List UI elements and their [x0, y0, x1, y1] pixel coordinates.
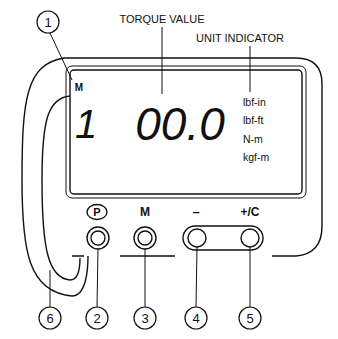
button-label: +/C: [240, 206, 259, 218]
callout-number: 4: [192, 312, 199, 325]
callout-circles: [37, 11, 261, 329]
housing-outline: [64, 58, 322, 256]
unit-indicator: lbf-ft: [243, 115, 263, 126]
lcd-frame: [70, 70, 302, 194]
leader-line: [250, 46, 251, 92]
pointer-label: TORQUE VALUE: [119, 14, 204, 25]
button-m: [134, 227, 156, 249]
callout-circle: [185, 307, 207, 329]
callout-circle: [134, 307, 156, 329]
button-plus: [241, 229, 259, 247]
grip-part: [42, 96, 80, 280]
button-label: P: [93, 207, 100, 218]
button-m-cap: [138, 231, 152, 245]
leader-lines: [50, 27, 250, 307]
p-label-ring: [87, 205, 107, 220]
button-label: M: [140, 206, 150, 218]
callout-number: 3: [141, 312, 148, 325]
unit-indicator: N-m: [243, 134, 263, 145]
leader-line: [250, 247, 251, 307]
callout-number: 1: [44, 16, 51, 29]
unit-indicator: kgf-m: [243, 152, 269, 163]
leader-line: [50, 270, 51, 307]
button-label: –: [192, 205, 199, 218]
leader-line: [97, 249, 98, 307]
leader-line: [145, 249, 146, 307]
button-minus: [188, 229, 206, 247]
leader-line: [196, 247, 197, 307]
device-body: [22, 58, 322, 296]
lcd-memory-digit: 1: [75, 104, 97, 144]
callout-circle: [37, 11, 59, 33]
callout-circle: [39, 307, 61, 329]
callout-number: 6: [46, 312, 53, 325]
callout-circle: [239, 307, 261, 329]
callout-number: 5: [246, 312, 253, 325]
lcd-torque-value: 00.0: [135, 101, 225, 147]
callout-circle: [86, 307, 108, 329]
lcd-mode-mark: M: [75, 83, 83, 93]
handle-outline: [22, 58, 88, 296]
lcd-bezel: [66, 66, 306, 198]
button-p-cap: [91, 231, 105, 245]
button-p: [87, 227, 109, 249]
button-pair-frame: [183, 226, 263, 250]
pointer-label: UNIT INDICATOR: [196, 33, 284, 44]
unit-indicator: lbf-in: [243, 97, 266, 108]
leader-line: [162, 27, 163, 94]
leader-line: [50, 33, 72, 80]
callout-number: 2: [93, 312, 100, 325]
